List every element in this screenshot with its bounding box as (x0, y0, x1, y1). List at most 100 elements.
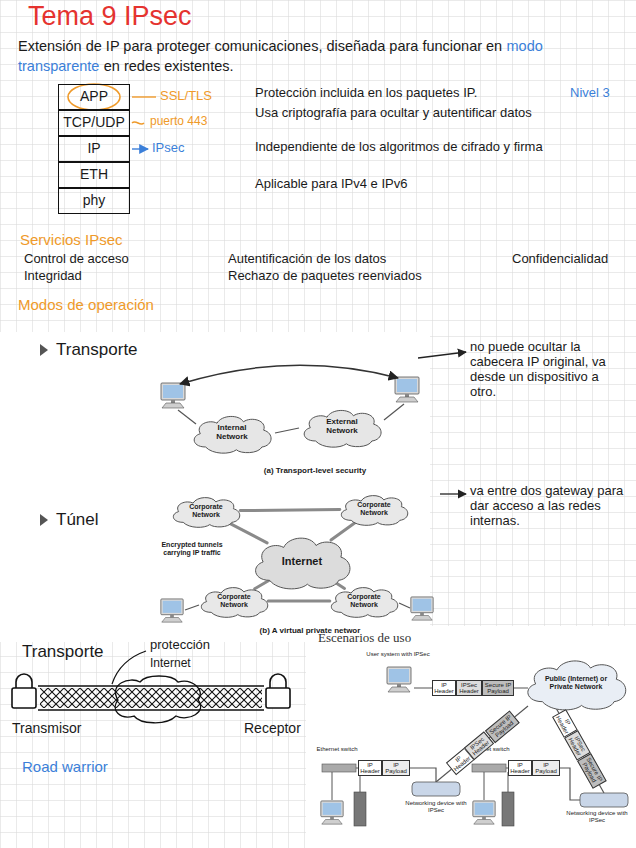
bullet-triangle (40, 514, 48, 526)
bullet-triangle (40, 344, 48, 356)
node-text-block: Corporate Network (181, 503, 231, 519)
bullet-note: Protección incluida en los paquetes IP. (255, 86, 477, 101)
node-text: IP Payload (534, 762, 558, 774)
computer-icon (473, 801, 495, 824)
leader-line (112, 651, 146, 684)
packet-field: IP Payload (532, 760, 560, 776)
service-item: Autentificación de los datos (228, 252, 386, 267)
layer-box: TCP/UDP (58, 110, 130, 136)
intro-text: en redes existentes. (104, 58, 234, 74)
node-text-block: Public (Internet) or Private Network (539, 675, 613, 691)
node-text: Internet (266, 555, 337, 567)
cloud-shape (173, 498, 239, 528)
node-text-block: IP Payload (384, 762, 408, 774)
device-label: Networking device with IPSec (562, 810, 632, 824)
cloud-shape (331, 588, 397, 618)
node-text-block: Corporate Network (349, 501, 399, 517)
cloud-shape (341, 496, 407, 526)
cloud-shape (194, 416, 271, 453)
computer-icon (387, 667, 411, 692)
sketch-label: Internet (150, 657, 191, 671)
leader-line (132, 122, 144, 124)
section-heading: Modos de operación (18, 296, 154, 313)
bullet-note: Aplicable para IPv4 e IPv6 (255, 177, 407, 192)
bullet-note: Independiente de los algoritmos de cifra… (255, 140, 617, 155)
tunnel-tube (38, 686, 264, 710)
secure-channel-arrow (180, 365, 398, 384)
sketch-heading: Transporte (22, 642, 104, 662)
node-text: APP (63, 89, 125, 105)
sketch-label: Road warrior (22, 758, 108, 775)
switch-icon (472, 764, 506, 772)
computer-icon (395, 377, 419, 402)
layer-box: APP (58, 84, 130, 110)
network-link (384, 404, 404, 420)
node-text-block: IP Header (434, 682, 454, 694)
packet-field: IP Header (508, 760, 532, 776)
computer-icon (321, 801, 343, 824)
annotation: IPsec (152, 141, 185, 156)
node-text-block: Corporate Network (209, 593, 259, 609)
cloud-shape (201, 588, 267, 618)
tunnel-line (228, 523, 267, 543)
leader-line (132, 96, 156, 97)
node-text-block: IPSec Header (458, 682, 480, 694)
cloud-shape (528, 661, 626, 710)
service-item: Control de acceso (24, 252, 129, 267)
node-text: IPSec Header (458, 682, 480, 694)
slide-bullet: Túnel (56, 510, 99, 530)
node-text-block: IP (63, 141, 125, 157)
slide-title: Escenarios de uso (318, 631, 411, 646)
network-cloud: Internal Network (188, 412, 276, 454)
node-text: IP Header (434, 682, 454, 694)
node-text: IP Header (510, 762, 530, 774)
router-icon (412, 782, 460, 796)
computer-icon (161, 383, 185, 408)
figure-caption: (a) Transport-level security (210, 466, 420, 475)
node-text: IP Payload (384, 762, 408, 774)
node-text: Corporate Network (209, 593, 259, 609)
note-text: no puede ocultar la cabecera IP original… (470, 340, 628, 400)
slide-bullet: Transporte (56, 340, 138, 360)
tunnel-line (240, 509, 340, 510)
annotation: SSL/TLS (160, 89, 212, 104)
layer-box: IP (58, 136, 130, 162)
padlock-shackle (270, 674, 286, 688)
tunnel-line (268, 600, 330, 603)
sketch-label: Receptor (244, 720, 301, 736)
figure-label: Encrypted tunnels carrying IP traffic (158, 541, 226, 557)
bullet-note: Usa criptografía para ocultar y autentif… (255, 106, 617, 121)
page-title: Tema 9 IPsec (28, 1, 192, 32)
annotation: Nivel 3 (570, 86, 610, 101)
network-link (178, 410, 196, 424)
node-text-block: Secure IP Payload (484, 682, 512, 694)
node-text-block: IP Header (510, 762, 530, 774)
network-link (275, 428, 299, 433)
node-text-block: Internet (266, 555, 337, 567)
switch-icon (322, 764, 356, 772)
node-text: External Network (313, 418, 371, 436)
sketch-label: protección (150, 638, 210, 653)
network-cloud: External Network (298, 406, 386, 448)
slide-panel (0, 332, 430, 642)
device-label: Ethernet switch (314, 746, 360, 753)
layer-box: phy (58, 188, 130, 214)
note-arrow (418, 352, 466, 358)
node-text-block: External Network (313, 418, 371, 436)
node-text: IP (63, 141, 125, 157)
computer-icon (411, 597, 433, 620)
section-heading: Servicios IPsec (20, 231, 123, 248)
packet-field: IP Payload (382, 760, 410, 776)
node-text: TCP/UDP (63, 115, 125, 131)
node-text: Corporate Network (181, 503, 231, 519)
padlock-body (266, 688, 290, 708)
network-link (399, 603, 410, 608)
service-item: Confidencialidad (512, 252, 608, 267)
node-text: Corporate Network (349, 501, 399, 517)
tunnel-line (331, 522, 356, 540)
note-arrow (440, 493, 466, 494)
network-cloud: Corporate Network (336, 492, 412, 526)
service-item: Integridad (24, 269, 82, 284)
packet-field: IP Header (432, 680, 456, 696)
